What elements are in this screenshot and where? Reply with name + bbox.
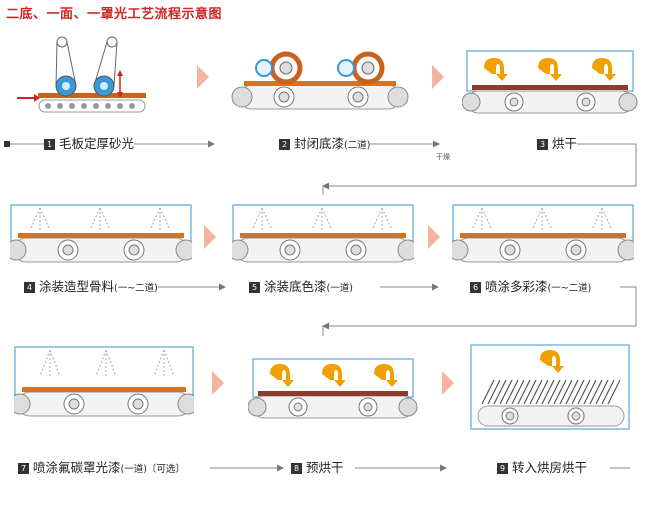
panel-primer-rollers <box>228 42 414 114</box>
flow-chevron-2 <box>432 65 444 89</box>
panel-sanding <box>14 22 164 122</box>
panel-topcoat-spray <box>14 346 194 426</box>
panel-basecoat-spray <box>232 204 414 272</box>
panel-multicolor-spray <box>452 204 634 272</box>
flow-chevron-1 <box>197 65 209 89</box>
flow-chevron-5 <box>212 371 224 395</box>
diagram-title: 二底、一面、一罩光工艺流程示意图 <box>6 7 223 22</box>
panel-drying <box>462 50 640 118</box>
panel-predrying <box>248 358 420 424</box>
flow-chevron-3 <box>204 225 216 249</box>
panel-aggregate-spray <box>10 204 192 272</box>
panel-drying-room <box>470 344 630 432</box>
flow-chevron-4 <box>428 225 440 249</box>
flow-chevron-6 <box>442 371 454 395</box>
dry-note: 干燥 <box>436 153 450 161</box>
